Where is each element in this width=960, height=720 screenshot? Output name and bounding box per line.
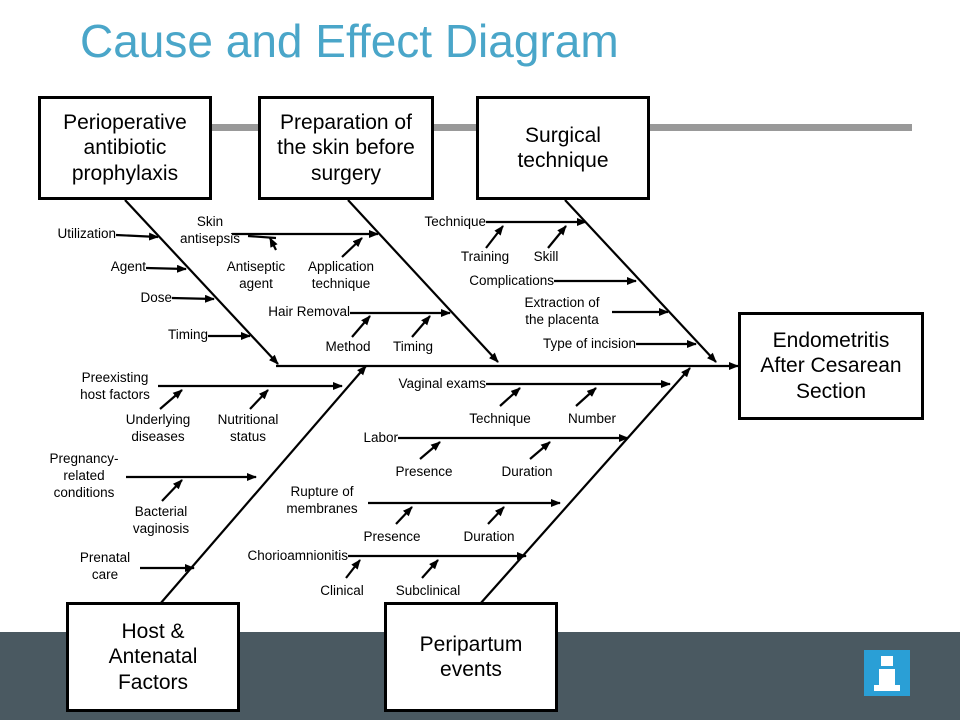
cause-vaginal-exams: Vaginal exams (398, 376, 486, 391)
bone-perioperative (124, 199, 279, 365)
cause-technique: Technique (424, 214, 486, 229)
cause-extraction: Extraction of the placenta (524, 295, 600, 327)
category-skin-prep: Preparation of the skin before surgery (258, 96, 434, 200)
cause-rupture-presence: Presence (363, 529, 421, 544)
cause-nutritional: Nutritional status (217, 412, 279, 444)
cause-clinical: Clinical (320, 583, 364, 598)
cause-pregnancy: Pregnancy- related conditions (49, 451, 119, 500)
bone-peripartum (479, 367, 691, 605)
info-icon-foot (874, 685, 900, 691)
cause-utilization: Utilization (57, 226, 116, 241)
cause-chorioamnionitis: Chorioamnionitis (247, 548, 348, 563)
cause-method: Method (325, 339, 371, 354)
cause-antiseptic-agent: Antiseptic agent (226, 259, 286, 291)
bone-skin-prep (347, 199, 499, 363)
info-icon-dot (881, 656, 893, 666)
cause-vaginal-technique: Technique (469, 411, 531, 426)
cause-rupture: Rupture of membranes (286, 484, 358, 516)
bone-surgical (564, 199, 717, 363)
cause-training: Training (460, 249, 510, 264)
cause-hair-removal: Hair Removal (268, 304, 350, 319)
cause-dose: Dose (140, 290, 172, 305)
cause-duration: Duration (501, 464, 553, 479)
cause-agent: Agent (110, 259, 146, 274)
effect-box: Endometritis After Cesarean Section (738, 312, 924, 420)
cause-preexisting: Preexisting host factors (80, 370, 150, 402)
cause-hair-timing: Timing (392, 339, 433, 354)
category-surgical: Surgical technique (476, 96, 650, 200)
cause-number: Number (567, 411, 616, 426)
cause-incision: Type of incision (542, 336, 636, 351)
cause-underlying: Underlying diseases (125, 412, 191, 444)
category-perioperative: Perioperative antibiotic prophylaxis (38, 96, 212, 200)
cause-rupture-duration: Duration (463, 529, 515, 544)
cause-complications: Complications (469, 273, 554, 288)
category-peripartum: Peripartum events (384, 602, 558, 712)
cause-skill: Skill (533, 249, 559, 264)
page-title: Cause and Effect Diagram (80, 15, 619, 67)
cause-presence: Presence (395, 464, 453, 479)
cause-application-technique: Application technique (307, 259, 375, 291)
cause-labor: Labor (363, 430, 398, 445)
cause-subclinical: Subclinical (395, 583, 461, 598)
cause-timing: Timing (167, 327, 208, 342)
info-icon (864, 650, 910, 696)
category-host: Host & Antenatal Factors (66, 602, 240, 712)
cause-prenatal: Prenatal care (79, 550, 131, 582)
cause-bacterial: Bacterial vaginosis (132, 504, 190, 536)
cause-skin-antisepsis: Skin antisepsis (179, 214, 241, 246)
